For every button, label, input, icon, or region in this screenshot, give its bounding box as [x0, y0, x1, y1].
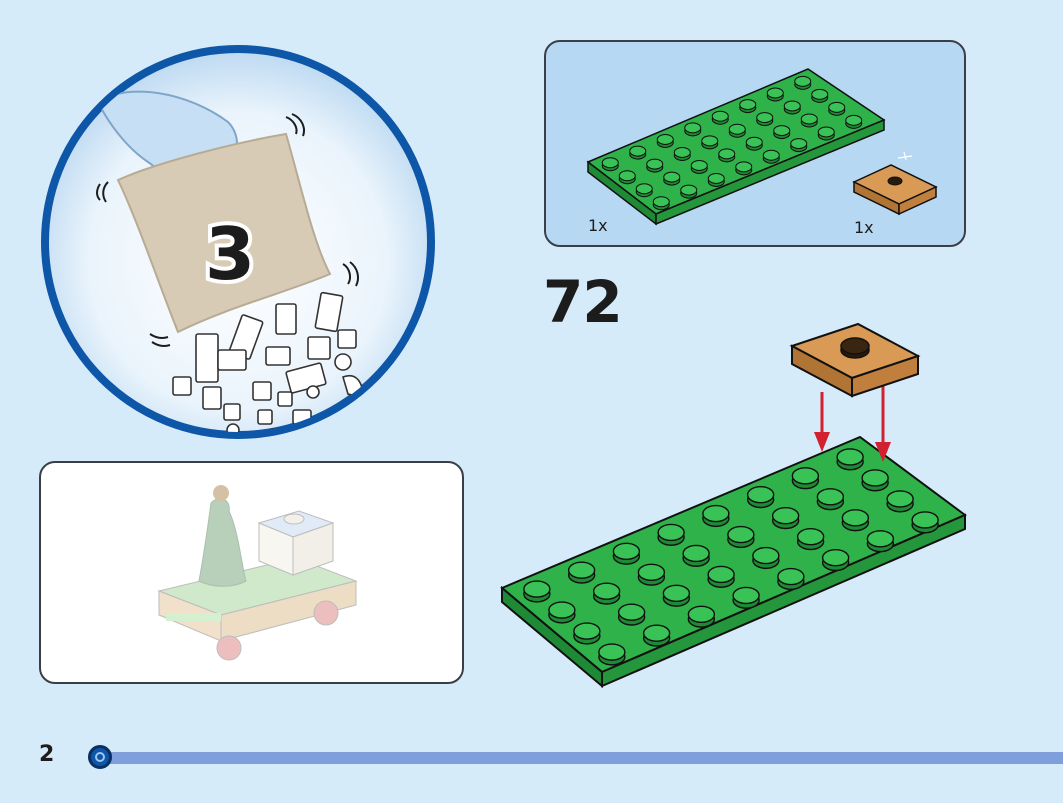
small-plate-stud — [735, 161, 753, 173]
small-plate-stud — [790, 138, 808, 150]
placement-arrows — [814, 382, 891, 462]
small-plate-stud — [701, 135, 719, 147]
main-plate-stud — [687, 605, 716, 624]
part-qty-green-plate: 1x — [588, 216, 608, 235]
main-plate-stud — [548, 601, 576, 619]
main-plate-stud — [702, 504, 730, 523]
small-plate-stud — [601, 157, 619, 169]
main-plate-stud — [637, 563, 666, 582]
parts-list-box: 1x 1x — [544, 40, 966, 247]
main-plate-stud — [523, 580, 551, 598]
parts-illustration — [586, 68, 938, 226]
small-plate-stud — [756, 112, 774, 124]
main-plate-stud — [642, 624, 671, 642]
main-plate-stud — [796, 527, 825, 546]
small-plate-stud — [646, 158, 664, 170]
bag-icon — [116, 132, 332, 334]
small-plate-stud — [635, 183, 653, 195]
small-plate-stud — [673, 146, 691, 158]
main-plate-stud — [911, 511, 939, 529]
small-plate-stud — [817, 126, 835, 138]
main-plate-stud — [861, 469, 889, 487]
small-plate-stud — [618, 170, 636, 182]
small-plate-stud — [783, 100, 801, 112]
main-plate-stud — [657, 523, 685, 542]
small-plate-stud — [773, 125, 791, 137]
small-plate-stud — [718, 148, 736, 160]
part-qty-tan-plate: 1x — [854, 218, 874, 237]
main-plate-stud — [662, 584, 691, 603]
main-plate-stud — [732, 586, 760, 605]
main-plate-stud — [752, 546, 780, 565]
small-plate-stud — [707, 172, 725, 184]
main-plate-stud — [612, 542, 641, 561]
build-step-illustration — [500, 322, 967, 689]
main-plate-stud — [821, 548, 850, 567]
model-preview-box — [39, 461, 464, 684]
main-plate-stud — [816, 488, 845, 506]
main-plate-stud — [573, 622, 601, 640]
main-plate-stud — [617, 603, 646, 621]
main-plate-stud — [598, 643, 626, 661]
main-plate-stud — [771, 506, 800, 525]
main-plate-stud — [841, 509, 870, 527]
main-plate-stud — [592, 582, 621, 600]
progress-track — [100, 752, 1063, 764]
small-plate-stud — [690, 159, 708, 171]
green-plate-part — [586, 68, 886, 226]
main-plate-stud — [866, 530, 895, 548]
step-number: 72 — [543, 268, 623, 336]
small-plate-stud — [728, 123, 746, 135]
small-plate-stud — [680, 184, 698, 196]
tan-plate-part — [852, 151, 938, 216]
bag-number: 3 — [205, 212, 255, 296]
small-plate-stud — [800, 113, 818, 125]
main-plate-stud — [746, 485, 775, 504]
main-plate-stud — [727, 525, 755, 544]
small-plate-stud — [762, 149, 780, 161]
small-plate-stud — [656, 133, 674, 145]
small-plate-stud — [652, 196, 670, 208]
model-preview — [157, 485, 358, 661]
small-plate-stud — [663, 171, 681, 183]
small-plate-stud — [739, 99, 757, 111]
small-plate-stud — [629, 145, 647, 157]
main-plate-stud — [836, 448, 864, 466]
main-plate-stud — [791, 467, 820, 485]
small-plate-stud — [811, 88, 829, 100]
small-plate-stud — [684, 122, 702, 134]
main-plate-stud — [567, 561, 596, 579]
main-plate-stud — [777, 567, 805, 586]
small-plate-stud — [711, 110, 729, 122]
green-plate-main — [500, 435, 967, 689]
small-plate-stud — [745, 136, 763, 148]
small-plate-stud — [766, 87, 784, 99]
page-number: 2 — [39, 742, 55, 767]
main-plate-stud — [707, 565, 735, 584]
small-plate-stud — [794, 75, 812, 87]
bag-3-circle: 3 — [41, 45, 435, 439]
small-plate-stud — [828, 101, 846, 113]
small-plate-stud — [845, 114, 863, 126]
progress-marker — [88, 745, 112, 769]
main-plate-stud — [886, 490, 914, 508]
main-plate-stud — [682, 544, 710, 563]
tan-plate-main — [789, 322, 921, 398]
